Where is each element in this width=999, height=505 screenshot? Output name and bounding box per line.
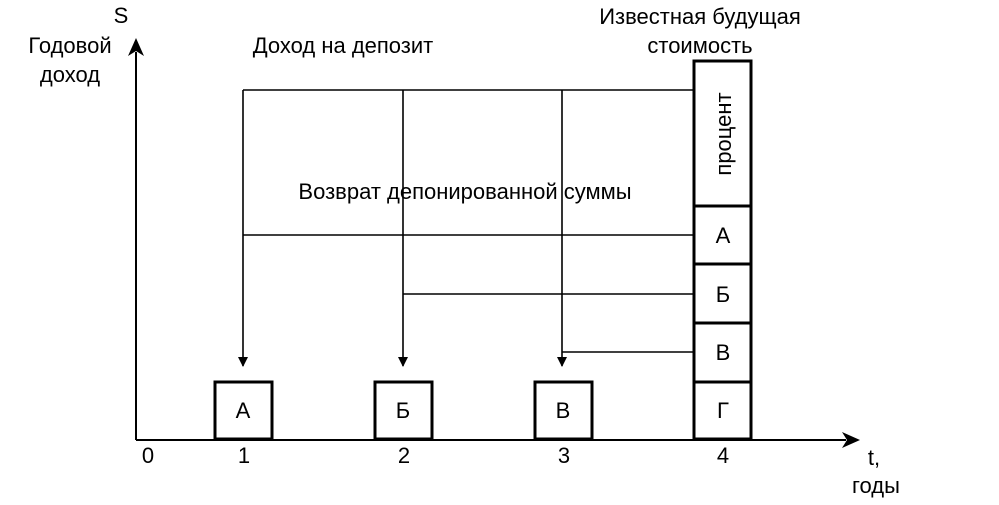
box-year-3: В (533, 380, 594, 441)
y-axis-symbol: S (114, 3, 129, 28)
box-year-1-label: А (236, 398, 251, 423)
future-value-label-line1: Известная будущая (599, 4, 801, 29)
column-cell-a-label: А (716, 223, 731, 248)
y-axis-label-line1: Годовой (28, 33, 111, 58)
x-axis-symbol: t, (868, 445, 880, 470)
column-percent-label: процент (711, 92, 736, 175)
box-year-3-label: В (556, 398, 571, 423)
y-axis-arrow (128, 38, 144, 56)
deposit-income-label: Доход на депозит (253, 33, 434, 58)
x-axis-unit: годы (852, 473, 900, 498)
x-axis-arrow (842, 432, 860, 448)
column-percent-cell (692, 59, 753, 208)
x-tick-4: 4 (717, 443, 729, 468)
x-tick-0: 0 (142, 443, 154, 468)
box-year-2: Б (373, 380, 434, 441)
box-year-2-label: Б (396, 398, 410, 423)
x-tick-1: 1 (238, 443, 250, 468)
column-cell-g (692, 380, 753, 441)
future-value-label-line2: стоимость (647, 33, 752, 58)
x-tick-3: 3 (558, 443, 570, 468)
y-axis-label-line2: доход (40, 62, 100, 87)
column-cell-v-label: В (716, 340, 731, 365)
column-cell-b-label: Б (716, 282, 730, 307)
future-value-column: процент А Б В Г (692, 59, 753, 441)
return-deposit-label: Возврат депонированной суммы (298, 179, 631, 204)
column-cell-g-label: Г (717, 398, 729, 423)
column-cell-b (692, 262, 753, 325)
x-tick-2: 2 (398, 443, 410, 468)
box-year-1: А (213, 380, 274, 441)
